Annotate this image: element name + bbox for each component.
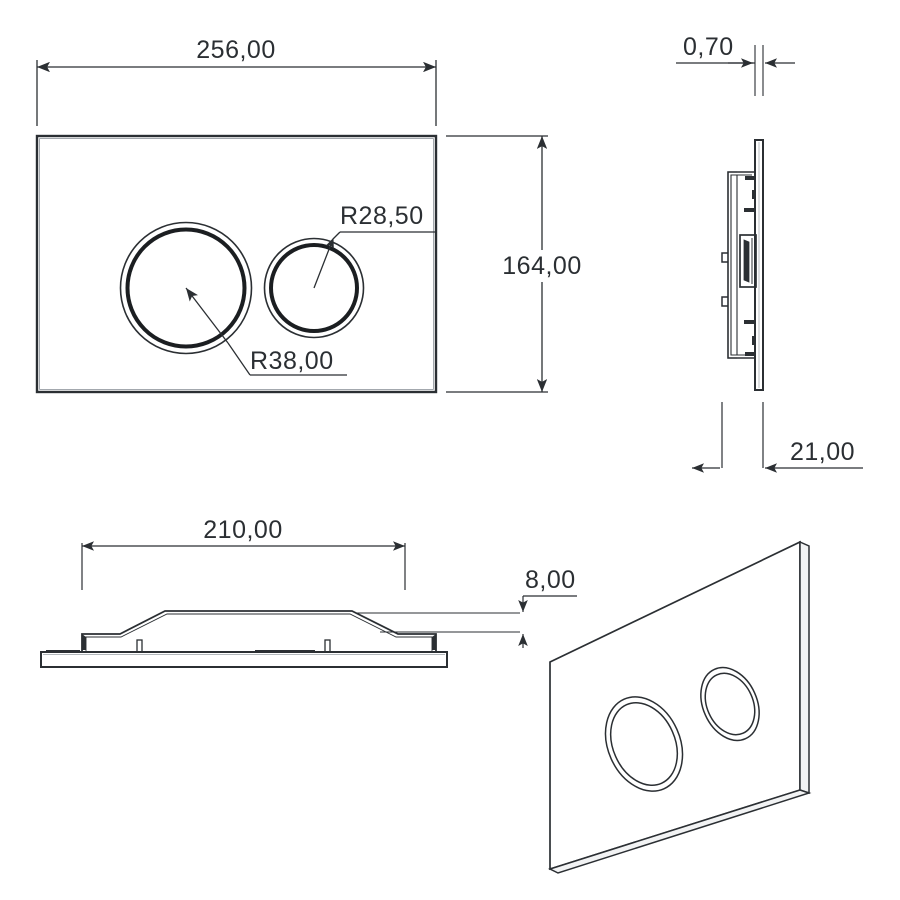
dimension-front-height: 164,00: [446, 135, 581, 393]
side-clip-upper-mid: [744, 208, 755, 212]
leader-radius-small-radial: [313, 237, 334, 289]
dimension-side-thickness: 0,70: [676, 33, 795, 96]
dim-width-label: 256,00: [196, 36, 275, 64]
dimension-front-width: 256,00: [36, 36, 437, 126]
section-lip-left: [46, 650, 80, 653]
dim-depth-label: 21,00: [790, 438, 855, 466]
section-end-walls: [46, 634, 436, 653]
dim-height-label: 164,00: [502, 252, 581, 280]
front-button-large-inner-ring: [125, 227, 247, 349]
section-raised-body-inner-outline: [85, 613, 433, 652]
leader-radius-large: R38,00: [185, 287, 347, 376]
side-body: [727, 171, 755, 359]
side-lever-pocket: [739, 234, 757, 288]
iso-button-small: [700, 666, 760, 742]
front-plate-inner-edge: [39, 138, 434, 390]
dim-thickness-label: 0,70: [683, 33, 734, 61]
side-lever-arm: [743, 239, 750, 283]
dim-section-width-label: 210,00: [203, 516, 282, 544]
section-base-plate: [40, 651, 448, 668]
side-face-plate-outline: [754, 139, 764, 391]
iso-button-small-inner-ring: [704, 672, 756, 736]
section-post-left: [136, 639, 143, 653]
section-raised-body: [81, 610, 437, 652]
side-internal-features: [721, 176, 757, 356]
front-button-small: [263, 237, 365, 339]
dimension-side-depth: 21,00: [692, 402, 863, 473]
isometric-view: [548, 540, 812, 874]
dim-section-thickness-label: 8,00: [525, 566, 576, 594]
side-hook-lower: [721, 296, 728, 307]
section-base-plate-outline: [40, 651, 448, 668]
side-hook-upper: [721, 252, 728, 263]
side-body-outline: [727, 171, 755, 359]
leader-radius-small: R28,50: [313, 202, 437, 289]
front-view: 256,00 164,00 R28,50 R38,00: [35, 36, 581, 394]
side-notch-upper: [752, 190, 755, 199]
side-body-inner-outline: [730, 174, 752, 356]
dimension-section-width: 210,00: [81, 516, 406, 590]
leader-radius-small-label: R28,50: [340, 202, 424, 230]
iso-button-small-outer-ring: [700, 666, 760, 742]
iso-button-large: [604, 696, 684, 792]
side-clip-bottom: [745, 352, 755, 356]
leader-radius-large-kink: [227, 342, 251, 376]
side-notch-lower: [752, 336, 755, 345]
iso-plate-right-edge: [799, 540, 810, 795]
front-button-small-inner-ring: [269, 243, 359, 333]
leader-radius-large-radial: [185, 287, 229, 344]
side-clip-lower-mid: [744, 320, 755, 324]
front-button-small-outer-ring: [263, 237, 365, 339]
section-lip-right: [255, 650, 315, 653]
section-raised-body-outline: [81, 610, 437, 652]
dimension-section-thickness: 8,00: [355, 566, 577, 648]
front-button-large-outer-ring: [119, 221, 253, 355]
side-face-plate: [754, 139, 764, 391]
section-end-wall-right: [432, 634, 436, 650]
front-plate-outline: [35, 134, 438, 394]
leader-radius-small-kink: [332, 231, 341, 240]
section-end-wall-left: [82, 634, 86, 650]
iso-button-large-outer-ring: [604, 696, 684, 792]
front-button-large: [119, 221, 253, 355]
top-section-view: 210,00 8,00: [40, 516, 577, 668]
leader-radius-large-label: R38,00: [250, 347, 334, 375]
side-section-view: 0,70 21,00: [676, 33, 863, 473]
section-posts: [136, 639, 331, 653]
side-clip-top: [745, 176, 755, 180]
section-post-right: [324, 639, 331, 653]
iso-plate-bottom-edge: [548, 789, 812, 874]
